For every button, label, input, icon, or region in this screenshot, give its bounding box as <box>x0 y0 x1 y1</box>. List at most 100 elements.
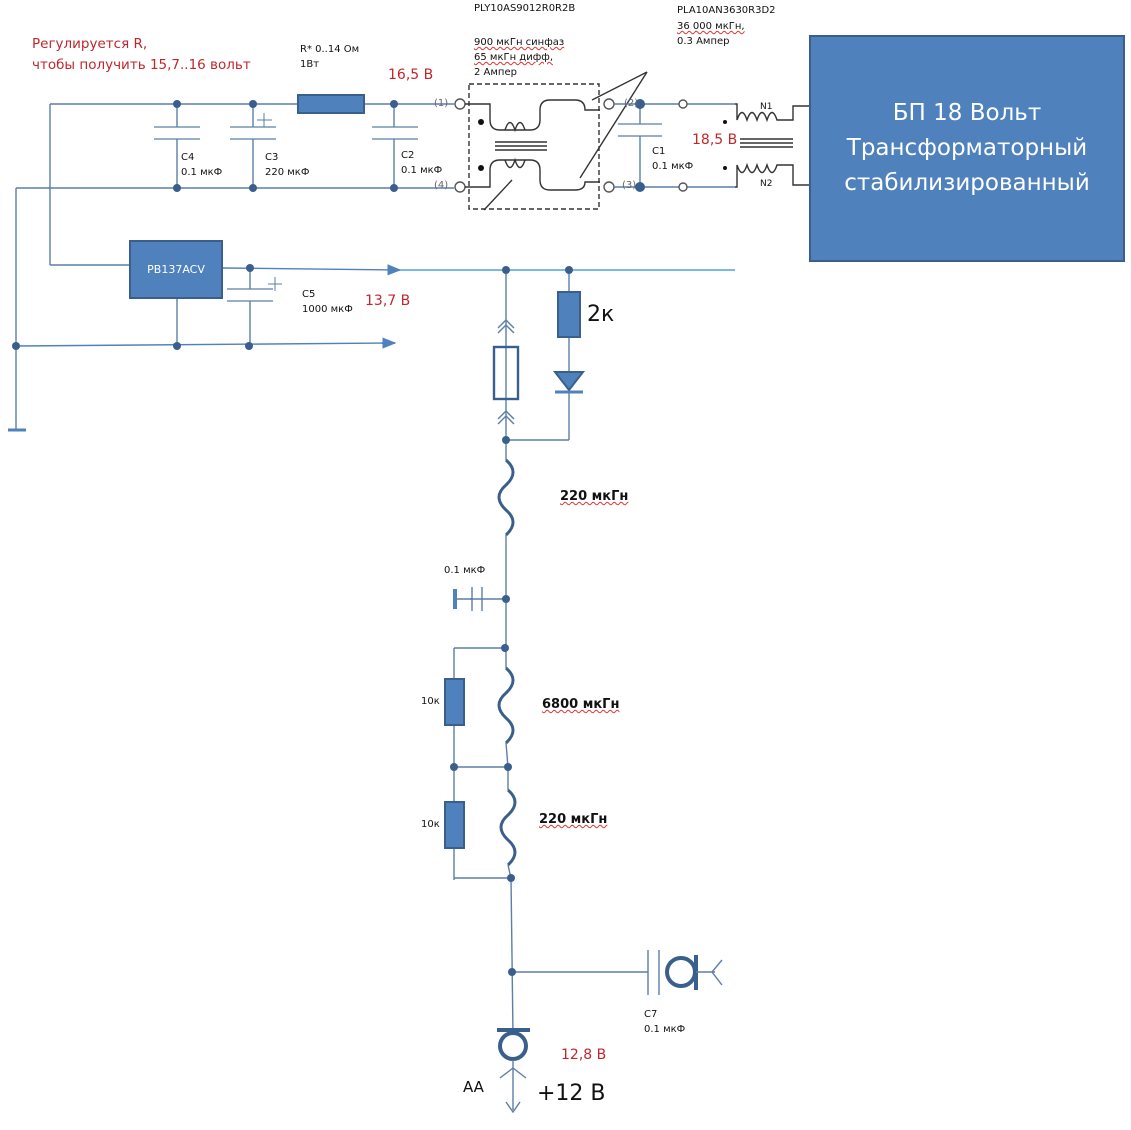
resistor-2k <box>557 291 581 338</box>
c2-value: 0.1 мкФ <box>401 165 443 176</box>
junction <box>12 342 20 350</box>
output-connector <box>498 1031 528 1061</box>
pla-winding-n2-label: N2 <box>760 179 773 189</box>
polarity-dot <box>478 165 484 171</box>
junction <box>173 342 181 350</box>
cm-choke-part: PLY10AS9012R0R2B <box>474 3 576 14</box>
wire-chain <box>505 742 509 768</box>
c7-value: 0.1 мкФ <box>644 1024 686 1035</box>
cm-choke-line3: 2 Ампер <box>474 67 517 78</box>
cm-winding-bottom <box>465 159 600 191</box>
wire-output <box>510 877 514 1036</box>
psu-line3: стабилизированный <box>844 170 1090 196</box>
inductor-l3 <box>499 788 517 867</box>
connector-bottom <box>497 410 515 425</box>
regulator-name: PB137ACV <box>147 263 205 276</box>
inductor-l2-label: 6800 мкГн <box>542 698 619 712</box>
inductor-l1 <box>497 458 515 537</box>
led-diode <box>552 371 586 392</box>
fuse <box>492 345 520 401</box>
cm-coil-top <box>504 121 526 133</box>
junction <box>502 266 510 274</box>
junction <box>635 99 645 109</box>
terminal-in-top <box>678 99 688 109</box>
resistor-10k-top <box>444 678 465 726</box>
c1-value: 0.1 мкФ <box>652 161 694 172</box>
output-connector-label: AA <box>463 1078 484 1096</box>
psu-block: БП 18 Вольт Трансформаторный стабилизиро… <box>809 35 1125 262</box>
voltage-reg: 13,7 В <box>365 293 411 309</box>
polarity-dot <box>723 120 727 124</box>
pla-winding-n1 <box>735 103 809 123</box>
junction <box>390 184 398 192</box>
pin-3-label: (3) <box>622 180 637 191</box>
c5-value: 1000 мкФ <box>302 304 353 315</box>
pin-4-label: (4) <box>434 180 449 191</box>
terminal-4 <box>454 181 466 193</box>
c4-value: 0.1 мкФ <box>181 167 223 178</box>
pla-winding-n1-label: N1 <box>760 102 773 112</box>
junction <box>390 100 398 108</box>
junction <box>246 264 254 272</box>
c4-ref: C4 <box>181 152 195 163</box>
cm-choke-line2: 65 мкГн дифф, <box>474 51 553 65</box>
voltage-input: 18,5 В <box>692 132 738 148</box>
inductor-l1-label: 220 мкГн <box>560 490 628 504</box>
psu-line1: БП 18 Вольт <box>892 100 1042 126</box>
junction <box>249 184 257 192</box>
regulator-block: PB137ACV <box>129 240 223 299</box>
c3-ref: C3 <box>265 152 279 163</box>
c7-ref: C7 <box>644 1009 658 1020</box>
adjust-note-line1: Регулируется R, <box>32 36 148 52</box>
cm-choke-line2-text: 65 мкГн дифф, <box>474 52 553 63</box>
wire-ground-bus <box>15 337 397 349</box>
cm-winding-top <box>465 99 600 131</box>
junction <box>450 763 458 771</box>
c7-antenna <box>711 959 723 986</box>
pla-choke-line2: 0.3 Ампер <box>677 36 730 47</box>
junction <box>173 184 181 192</box>
junction <box>501 644 509 652</box>
voltage-out: 12,8 В <box>561 1047 607 1063</box>
polarity-dot <box>478 119 484 125</box>
c7-connector <box>665 956 697 988</box>
cm-coil-bottom <box>504 157 526 169</box>
junction <box>508 968 516 976</box>
junction <box>502 595 510 603</box>
pla-winding-n2 <box>735 162 809 188</box>
pla-choke-part: PLA10AN3630R3D2 <box>677 5 776 16</box>
pin-1-label: (1) <box>434 98 449 109</box>
inductor-l2 <box>497 666 515 745</box>
inductor-l1-text: 220 мкГн <box>560 489 629 504</box>
terminal-1 <box>454 98 466 110</box>
pla-choke-line1-text: 36 000 мкГн, <box>677 21 745 32</box>
junction <box>502 436 510 444</box>
junction <box>565 266 573 274</box>
pointer-line <box>483 179 513 211</box>
pla-choke-line1: 36 000 мкГн, <box>677 20 745 34</box>
terminal-3 <box>603 181 615 193</box>
cm-choke-line1-text: 900 мкГн синфаз <box>474 37 565 48</box>
resistor-r-label: R* 0..14 Ом <box>300 44 360 55</box>
resistor-2k-label: 2к <box>587 302 615 327</box>
terminal-2 <box>603 98 615 110</box>
c2-ref: C2 <box>401 150 415 161</box>
output-arrow <box>505 1101 521 1114</box>
inductor-l3-text: 220 мкГн <box>539 812 608 827</box>
inductor-l2-text: 6800 мкГн <box>542 697 620 712</box>
polarity-dot <box>723 166 727 170</box>
pointer-line <box>579 71 648 179</box>
resistor-10k-bottom <box>444 801 465 849</box>
inductor-l3-label: 220 мкГн <box>539 813 607 827</box>
junction <box>507 874 515 882</box>
resistor-r <box>297 94 365 114</box>
voltage-after-r: 16,5 В <box>388 67 434 83</box>
junction <box>249 100 257 108</box>
c6-value: 0.1 мкФ <box>444 565 486 576</box>
c5-ref: C5 <box>302 289 316 300</box>
connector-top <box>497 319 515 334</box>
c1-ref: C1 <box>652 146 666 157</box>
junction <box>245 342 253 350</box>
junction <box>635 182 645 192</box>
resistor-10k-top-label: 10к <box>421 696 440 707</box>
